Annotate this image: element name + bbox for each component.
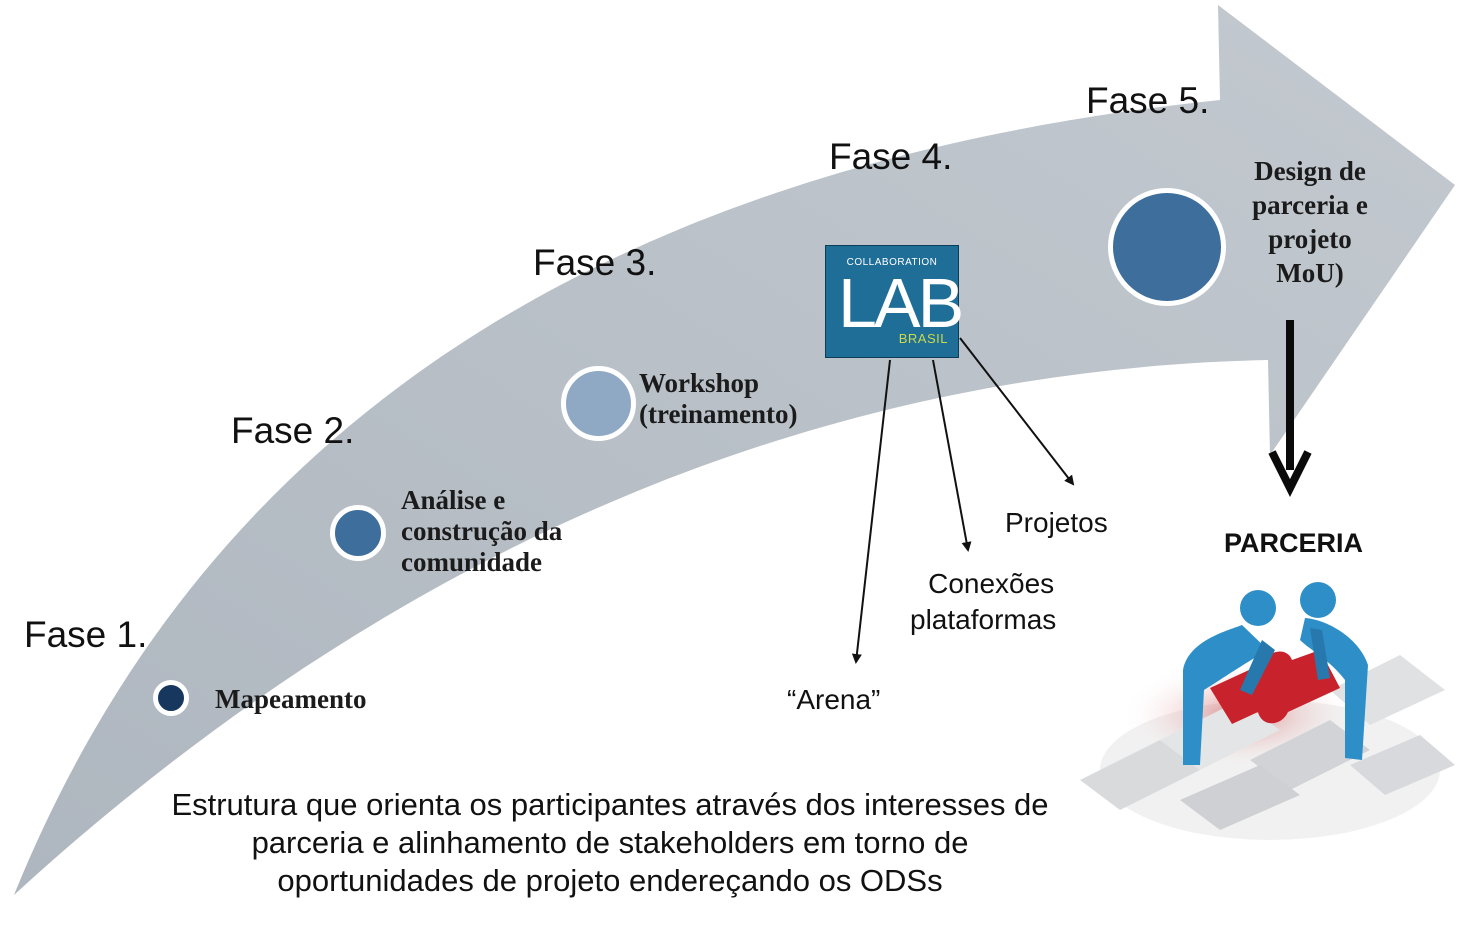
branch-conexoes: Conexões plataformas <box>910 566 1056 638</box>
node-phase-2 <box>330 505 386 561</box>
phase-2-label: Fase 2. <box>231 410 355 451</box>
branch-arrow-projetos <box>959 337 1075 486</box>
logo-sub-text: BRASIL <box>898 331 948 346</box>
step-analise: Análise e construção da comunidade <box>401 485 562 578</box>
branch-conexoes-line-1: Conexões <box>928 568 1055 599</box>
logo-main-text: LAB <box>838 264 964 342</box>
branch-arrow-conexoes <box>932 359 972 552</box>
branch-arrow-arena <box>851 359 891 664</box>
step-analise-line-2: construção da <box>401 516 563 546</box>
branch-projetos: Projetos <box>1005 507 1108 538</box>
phase-3-label: Fase 3. <box>533 242 657 283</box>
partnership-label: PARCERIA <box>1224 528 1364 558</box>
step-analise-line-3: comunidade <box>401 547 543 577</box>
step-design-line-1: Design de <box>1254 156 1366 186</box>
step-workshop-line-2: (treinamento) <box>639 399 798 429</box>
step-analise-line-1: Análise e <box>401 485 506 515</box>
node-phase-5 <box>1108 188 1226 306</box>
caption-line-1: Estrutura que orienta os participantes a… <box>171 787 1049 822</box>
logo-top-text: COLLABORATION <box>846 257 938 268</box>
phase-1-label: Fase 1. <box>24 614 148 655</box>
step-design-line-2: parceria e <box>1252 190 1368 220</box>
step-mapeamento: Mapeamento <box>215 684 367 714</box>
node-phase-3 <box>561 366 636 441</box>
phase-5-label: Fase 5. <box>1086 80 1210 121</box>
down-arrow-head <box>1268 450 1312 497</box>
node-phase-1 <box>153 680 189 716</box>
step-workshop: Workshop (treinamento) <box>639 368 797 430</box>
branch-arena: “Arena” <box>787 684 881 715</box>
caption: Estrutura que orienta os participantes a… <box>40 786 1180 900</box>
step-design: Design de parceria e projeto MoU) <box>1230 154 1390 290</box>
caption-line-3: oportunidades de projeto endereçando os … <box>277 863 943 898</box>
step-design-line-3: projeto <box>1268 224 1352 254</box>
partnership-illustration <box>1080 582 1455 840</box>
step-design-line-4: MoU) <box>1276 258 1344 288</box>
step-workshop-line-1: Workshop <box>639 368 760 398</box>
collaboration-lab-logo: COLLABORATION LAB BRASIL <box>825 245 964 358</box>
caption-line-2: parceria e alinhamento de stakeholders e… <box>251 825 969 860</box>
branch-conexoes-line-2: plataformas <box>910 604 1057 635</box>
progress-arrow <box>14 5 1455 895</box>
phase-4-label: Fase 4. <box>829 136 953 177</box>
